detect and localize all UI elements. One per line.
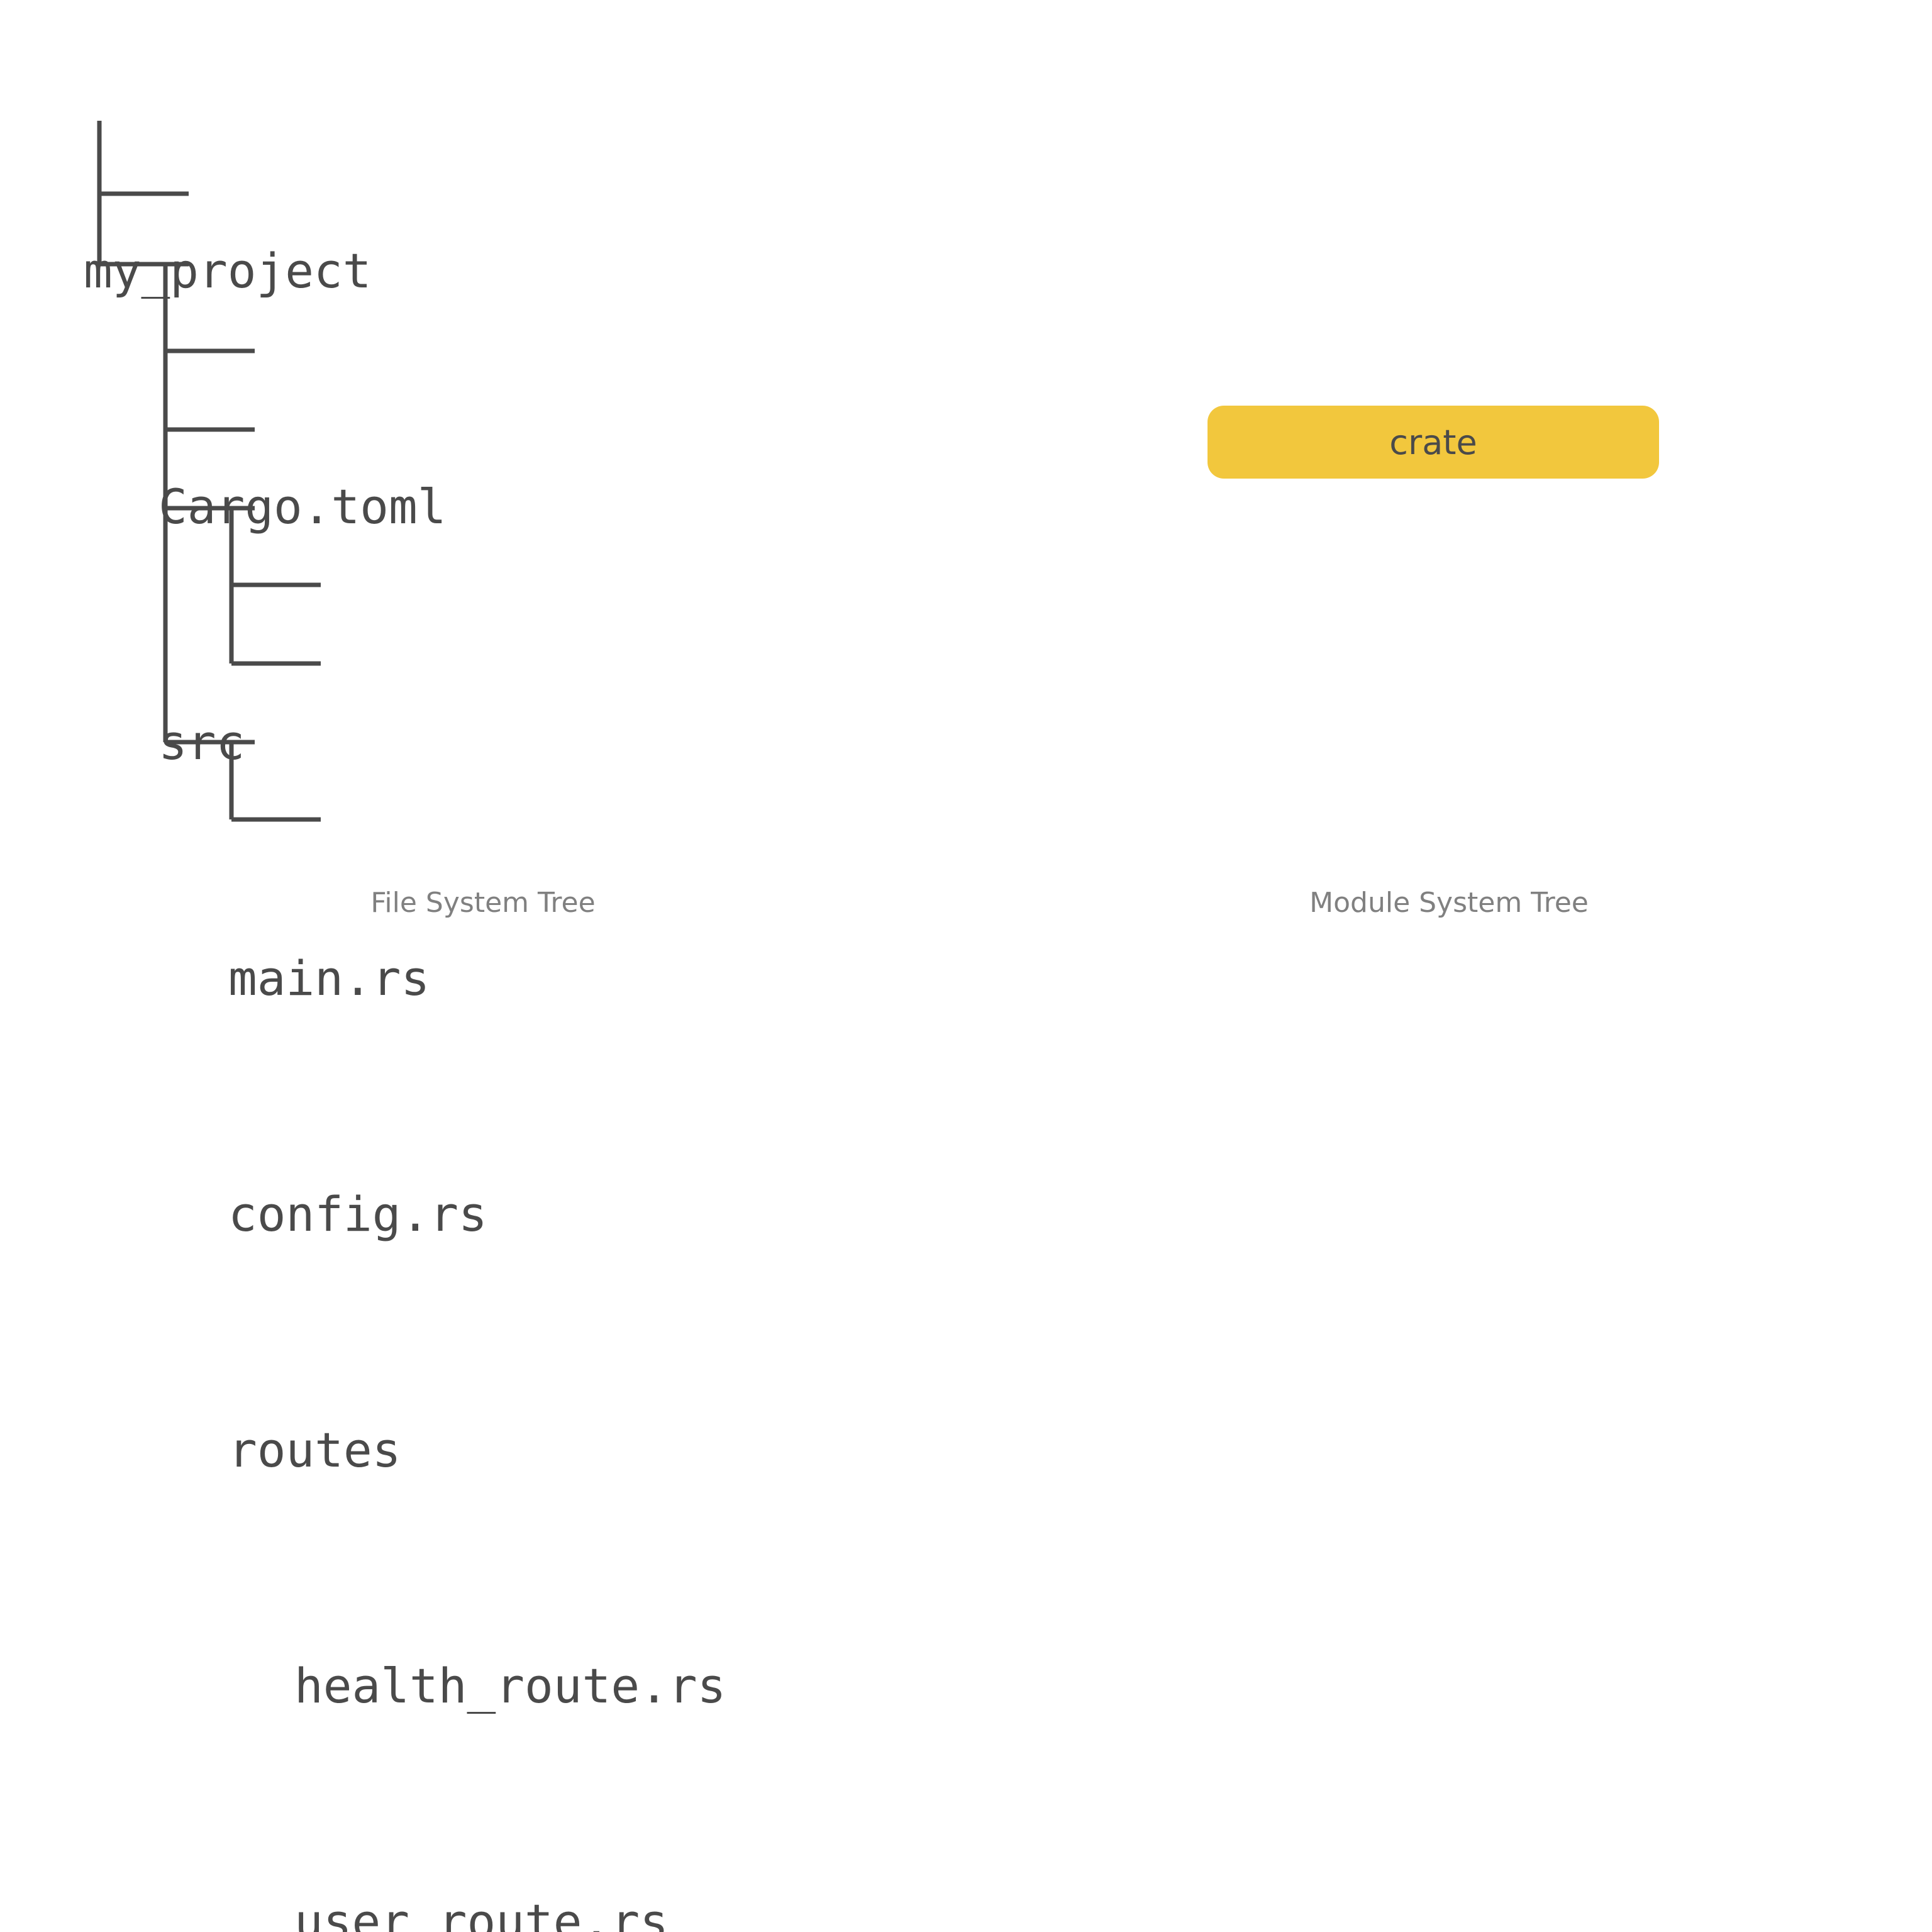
tree-node-user-route-rs[interactable]: user_route.rs <box>294 1894 669 1932</box>
tree-node-my-project[interactable]: my_project <box>84 243 372 299</box>
module-node-crate-label: crate <box>1389 422 1477 462</box>
tree-node-routes[interactable]: routes <box>228 1422 401 1478</box>
module-system-tree-panel: crate Module System Tree <box>966 0 1932 966</box>
tree-node-config-rs[interactable]: config.rs <box>228 1186 487 1242</box>
tree-node-src[interactable]: src <box>158 714 245 770</box>
module-node-crate[interactable]: crate <box>1208 406 1659 479</box>
tree-node-cargo-toml[interactable]: Cargo.toml <box>158 479 447 535</box>
tree-node-main-rs[interactable]: main.rs <box>228 950 430 1006</box>
tree-node-health-route-rs[interactable]: health_route.rs <box>294 1658 726 1714</box>
file-tree-labels: my_project Cargo.toml src main.rs config… <box>84 74 726 1932</box>
module-system-tree-caption: Module System Tree <box>1309 887 1589 919</box>
file-system-tree-panel: my_project Cargo.toml src main.rs config… <box>0 0 966 1932</box>
file-system-tree-caption: File System Tree <box>370 887 596 919</box>
